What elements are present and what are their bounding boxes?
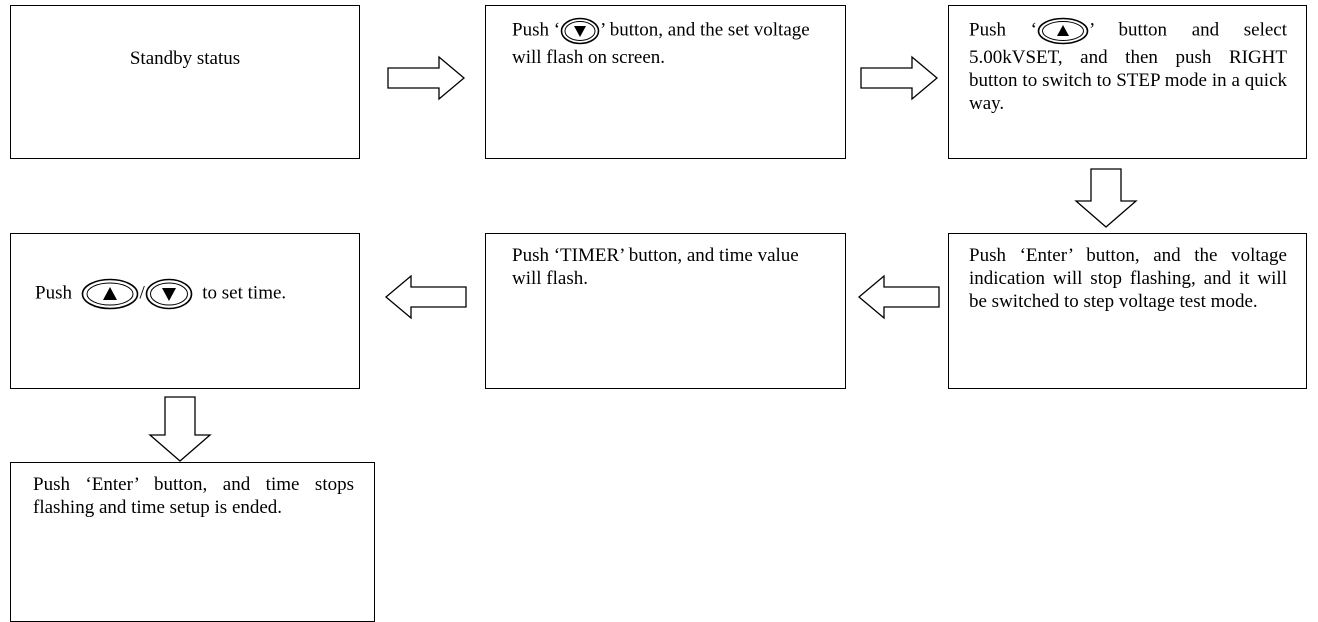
down-arrow-button-icon (560, 16, 600, 46)
step-timer-box: Push ‘TIMER’ button, and time value will… (485, 233, 846, 389)
arrow-left-icon (384, 274, 467, 320)
step-enter-time-box: Push ‘Enter’ button, and time stops flas… (10, 462, 375, 622)
down-arrow-button-icon (145, 277, 193, 311)
arrow-down-icon (148, 396, 212, 462)
arrow-right-icon (387, 55, 466, 101)
step-set-time-box: Push / to set time. (10, 233, 360, 389)
arrow-down-icon (1074, 168, 1138, 228)
step-standby-text: Standby status (129, 48, 241, 69)
arrow-right-icon (860, 55, 939, 101)
step-enter-time-text: Push ‘Enter’ button, and time stops flas… (33, 474, 354, 518)
arrow-left-icon (857, 274, 940, 320)
step-set-time-text: Push / to set time. (35, 277, 359, 311)
step-standby-box: Standby status (10, 5, 360, 159)
step-enter-voltage-box: Push ‘Enter’ button, and the voltage ind… (948, 233, 1307, 389)
up-arrow-button-icon (81, 277, 139, 311)
step-set-voltage-box: Push ‘’ button, and the set voltage will… (485, 5, 846, 159)
up-arrow-button-icon (1037, 16, 1089, 46)
step-enter-voltage-text: Push ‘Enter’ button, and the voltage ind… (969, 245, 1287, 312)
step-select-step-mode-text: Push ‘’ button and select 5.00kVSET, and… (969, 16, 1287, 115)
step-set-voltage-text: Push ‘’ button, and the set voltage will… (512, 16, 827, 69)
step-select-step-mode-box: Push ‘’ button and select 5.00kVSET, and… (948, 5, 1307, 159)
step-timer-text: Push ‘TIMER’ button, and time value will… (512, 245, 799, 289)
